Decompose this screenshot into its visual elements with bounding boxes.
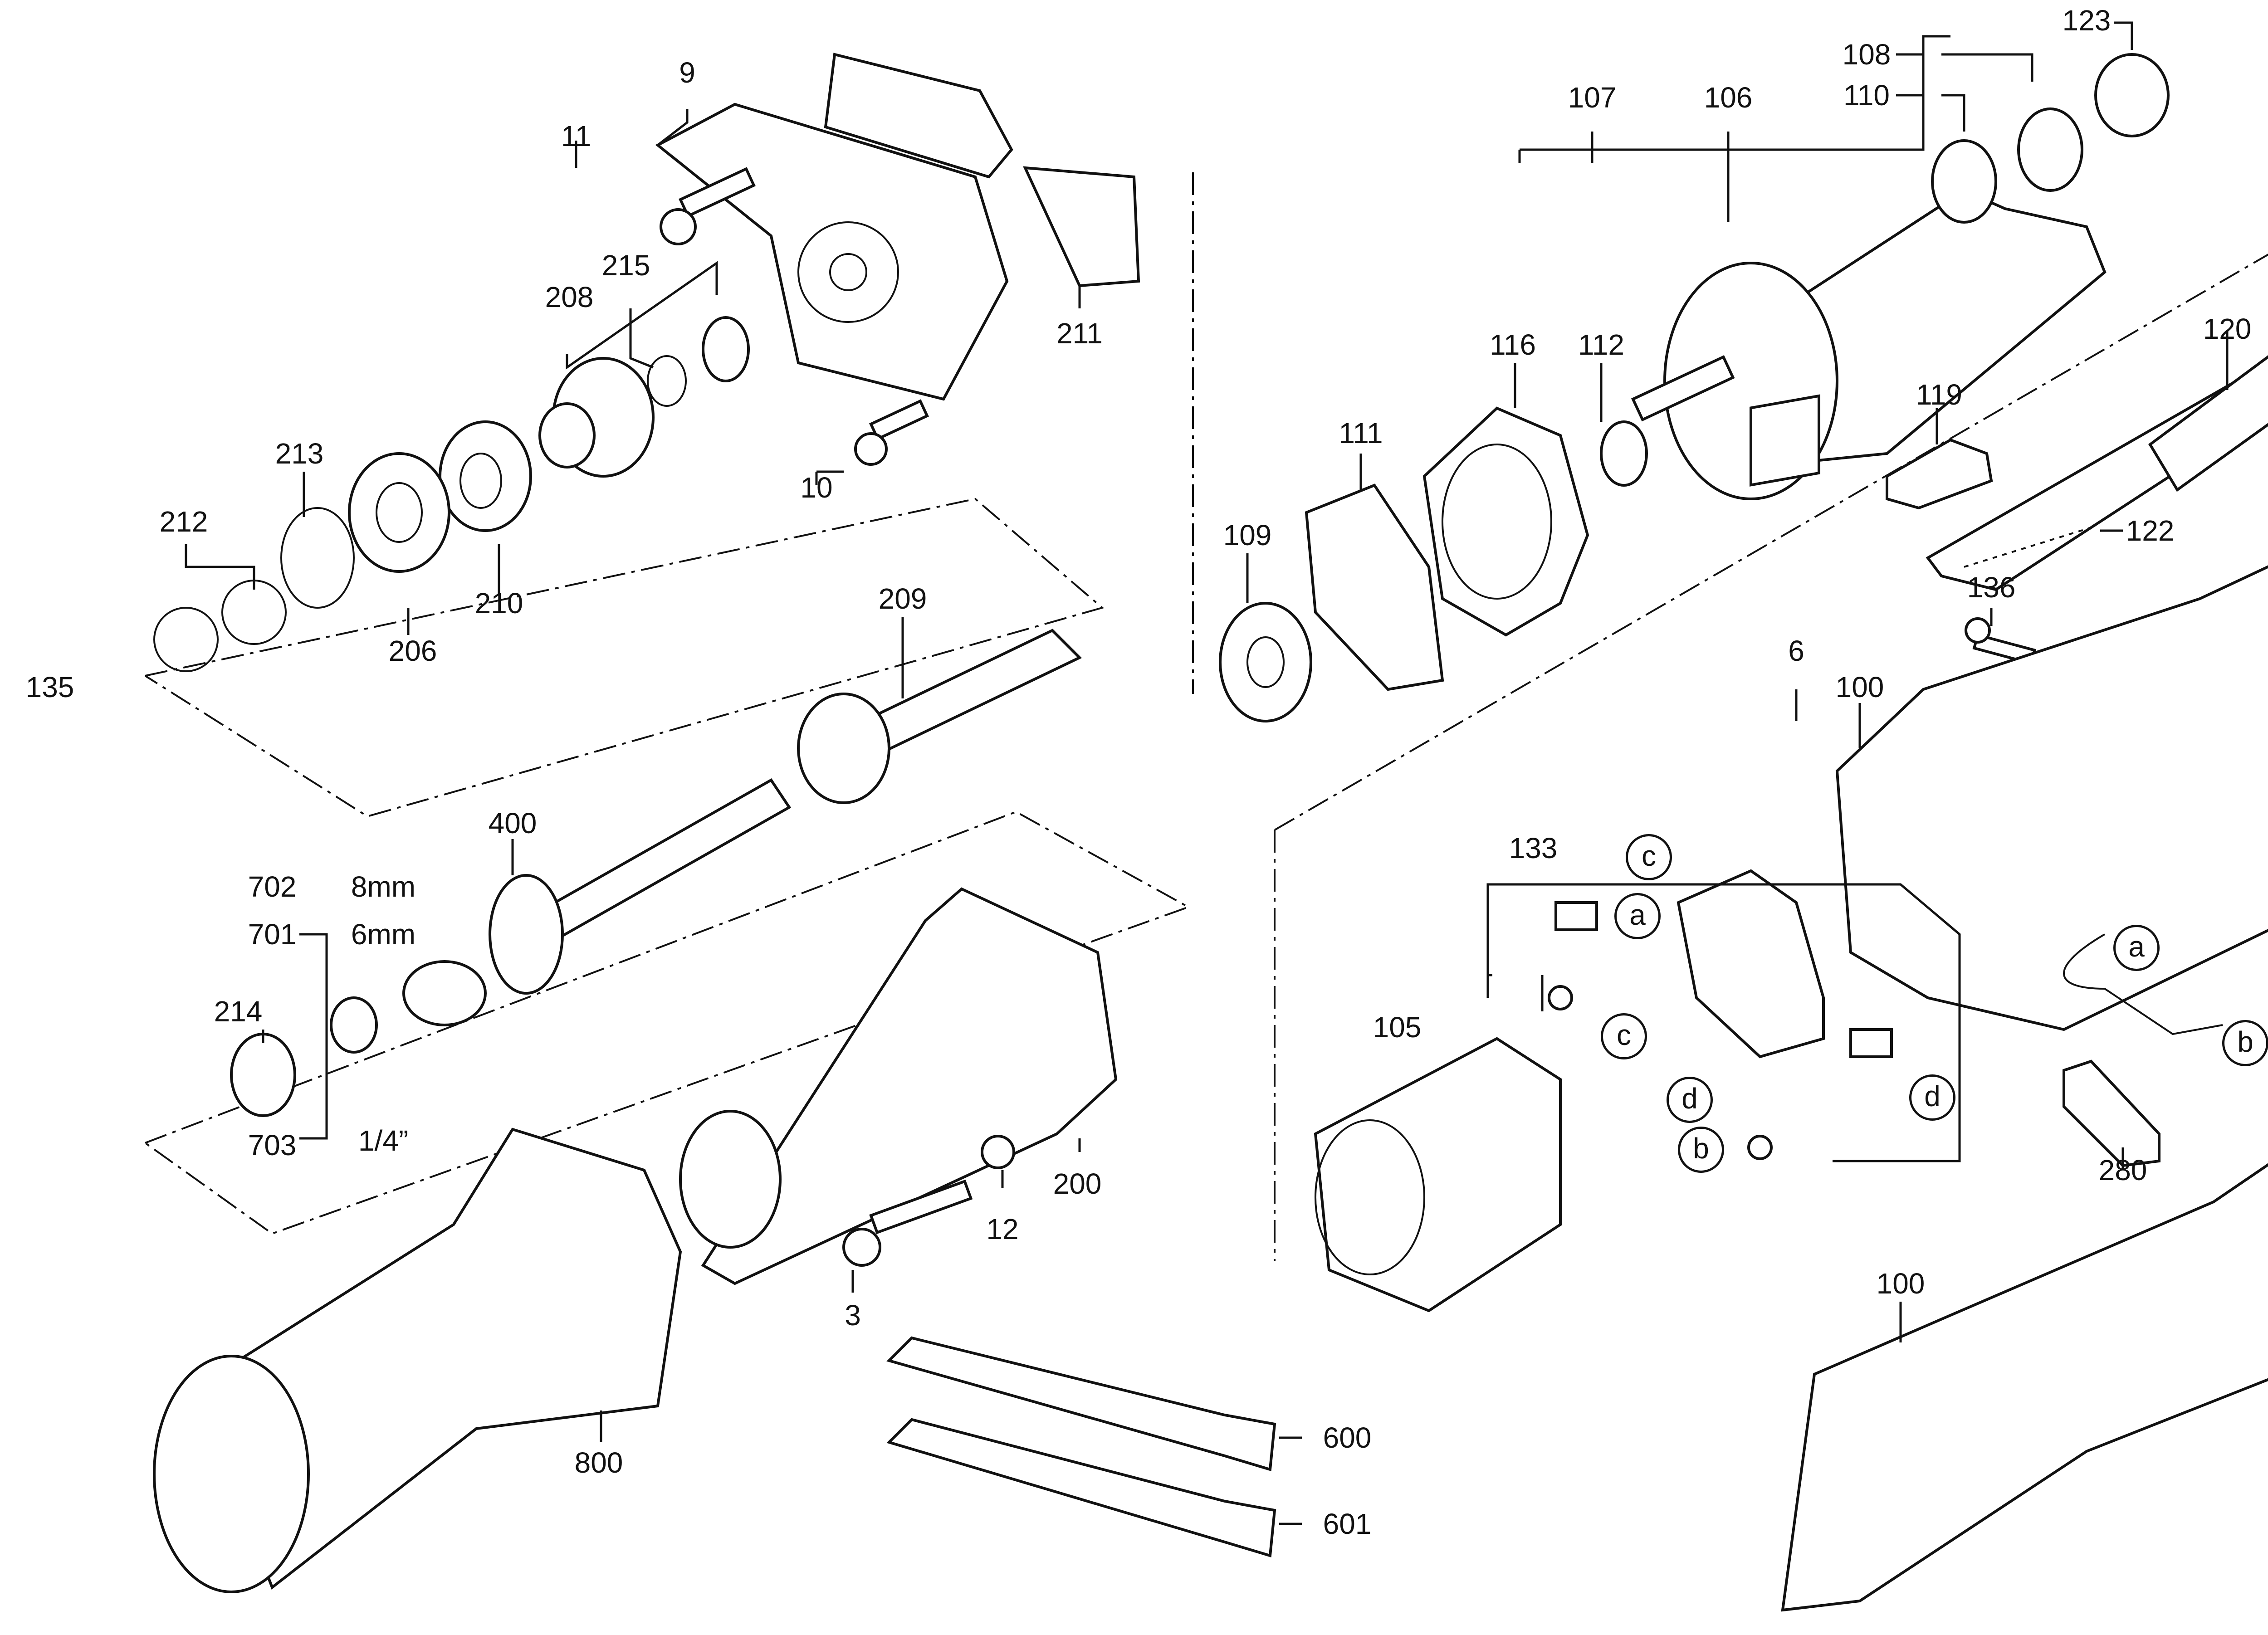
part-label-400: 400	[488, 807, 537, 839]
part-label-214: 214	[214, 995, 263, 1028]
part-label-135: 135	[25, 671, 74, 703]
part-label-105: 105	[1373, 1011, 1422, 1044]
switch-rod-120	[1926, 355, 2268, 591]
part-label-701: 701	[248, 918, 297, 951]
led-lens-280	[2063, 1059, 2160, 1167]
part-label-703: 703	[248, 1129, 297, 1162]
bearing-cap-123	[2094, 53, 2170, 137]
lock-washer-212	[153, 580, 287, 672]
wrench-601	[886, 1418, 1276, 1557]
part-label-600: 600	[1323, 1421, 1372, 1454]
part-label-123: 123	[2062, 4, 2111, 37]
part-label-800: 800	[574, 1446, 623, 1479]
washer-12	[981, 1135, 1015, 1169]
nose-housing-200	[679, 887, 1118, 1285]
callout-c-lower: c	[1601, 1013, 1647, 1059]
bearing-206	[348, 452, 450, 573]
part-label-110: 110	[1843, 79, 1890, 112]
bearing-110	[1931, 139, 1997, 224]
fan-baffle-116	[1422, 406, 1589, 637]
part-label-280: 280	[2098, 1154, 2147, 1186]
part-label-601: 601	[1323, 1508, 1372, 1540]
part-label-9: 9	[679, 56, 695, 89]
part-label-12: 12	[986, 1213, 1019, 1245]
part-label-10: 10	[800, 471, 833, 504]
bearing-109	[1219, 602, 1312, 722]
group-boundary-housing-diag	[1274, 254, 2268, 831]
callout-c-top: c	[1626, 834, 1672, 880]
callout-b-led: b	[2222, 1020, 2268, 1066]
part-label-119: 119	[1916, 378, 1963, 411]
part-label-109: 109	[1223, 519, 1272, 552]
boot-800	[153, 1127, 682, 1593]
led-wire	[2063, 933, 2223, 1035]
bracket-133	[1486, 883, 1961, 1162]
part-label-212: 212	[159, 505, 208, 538]
part-label-211: 211	[1056, 317, 1103, 350]
part-label-111: 111	[1339, 417, 1383, 449]
screw-3	[842, 1179, 973, 1267]
bearing-112	[1600, 420, 1648, 487]
group-boundary-spindle	[144, 498, 1105, 818]
callout-a-brush: a	[1614, 893, 1661, 939]
screw-11	[660, 167, 756, 245]
gear-wheel	[702, 316, 750, 382]
collet-nut-214	[230, 1033, 296, 1117]
part-label-100-housing: 100	[1835, 671, 1884, 703]
group-boundary-collet	[144, 810, 1191, 1235]
armature-106	[1631, 189, 2107, 500]
size-label-8mm: 8mm	[351, 870, 416, 903]
label-6	[1750, 394, 1820, 487]
part-label-213: 213	[275, 437, 324, 470]
seal-210	[439, 420, 532, 532]
part-label-100-handle: 100	[1876, 1267, 1925, 1300]
part-label-6: 6	[1788, 634, 1804, 667]
bearing-carrier-208	[538, 357, 655, 478]
part-label-122: 122	[2126, 514, 2175, 547]
size-label-6mm: 6mm	[351, 918, 416, 951]
part-label-210: 210	[474, 587, 523, 620]
screw-10	[854, 399, 929, 466]
switch-button-119	[1886, 438, 1993, 510]
wrench-600	[886, 1336, 1276, 1471]
part-label-133: 133	[1509, 832, 1558, 864]
part-label-136: 136	[1967, 571, 2016, 604]
part-label-108: 108	[1842, 38, 1891, 71]
part-label-702: 702	[248, 870, 297, 903]
part-label-112: 112	[1578, 328, 1625, 361]
part-label-206: 206	[388, 634, 437, 667]
handle-housing-100	[1781, 1163, 2268, 1612]
gear-cover-211	[824, 53, 1140, 288]
part-label-3: 3	[845, 1299, 861, 1332]
spring-122	[1964, 525, 2096, 568]
part-label-209: 209	[878, 582, 927, 615]
collet-701	[330, 996, 378, 1054]
stator-105	[1314, 1037, 1562, 1313]
callout-a-led: a	[2113, 925, 2160, 971]
bearing-108	[2017, 107, 2083, 192]
part-label-208: 208	[545, 281, 594, 313]
callout-b-brush: b	[1678, 1127, 1724, 1173]
part-label-107: 107	[1568, 81, 1617, 114]
part-label-215: 215	[601, 249, 650, 282]
part-label-11: 11	[561, 120, 591, 152]
brush-holder-133	[1548, 869, 1893, 1160]
spindle-400	[402, 778, 792, 1026]
circlip-213	[280, 507, 355, 609]
leader-lines	[185, 21, 2229, 1525]
sleeve-209	[797, 629, 1082, 804]
motor-housing-100	[1835, 565, 2268, 1031]
callout-d-right: d	[1909, 1074, 1955, 1121]
callout-d-left: d	[1667, 1077, 1713, 1123]
part-label-200: 200	[1053, 1167, 1102, 1200]
size-label-quarter-inch: 1/4”	[358, 1124, 409, 1157]
bearing-plate-111	[1305, 483, 1444, 691]
part-label-106: 106	[1704, 81, 1753, 114]
part-label-120: 120	[2203, 312, 2252, 345]
part-label-116: 116	[1489, 328, 1536, 361]
o-ring-215	[647, 355, 687, 407]
